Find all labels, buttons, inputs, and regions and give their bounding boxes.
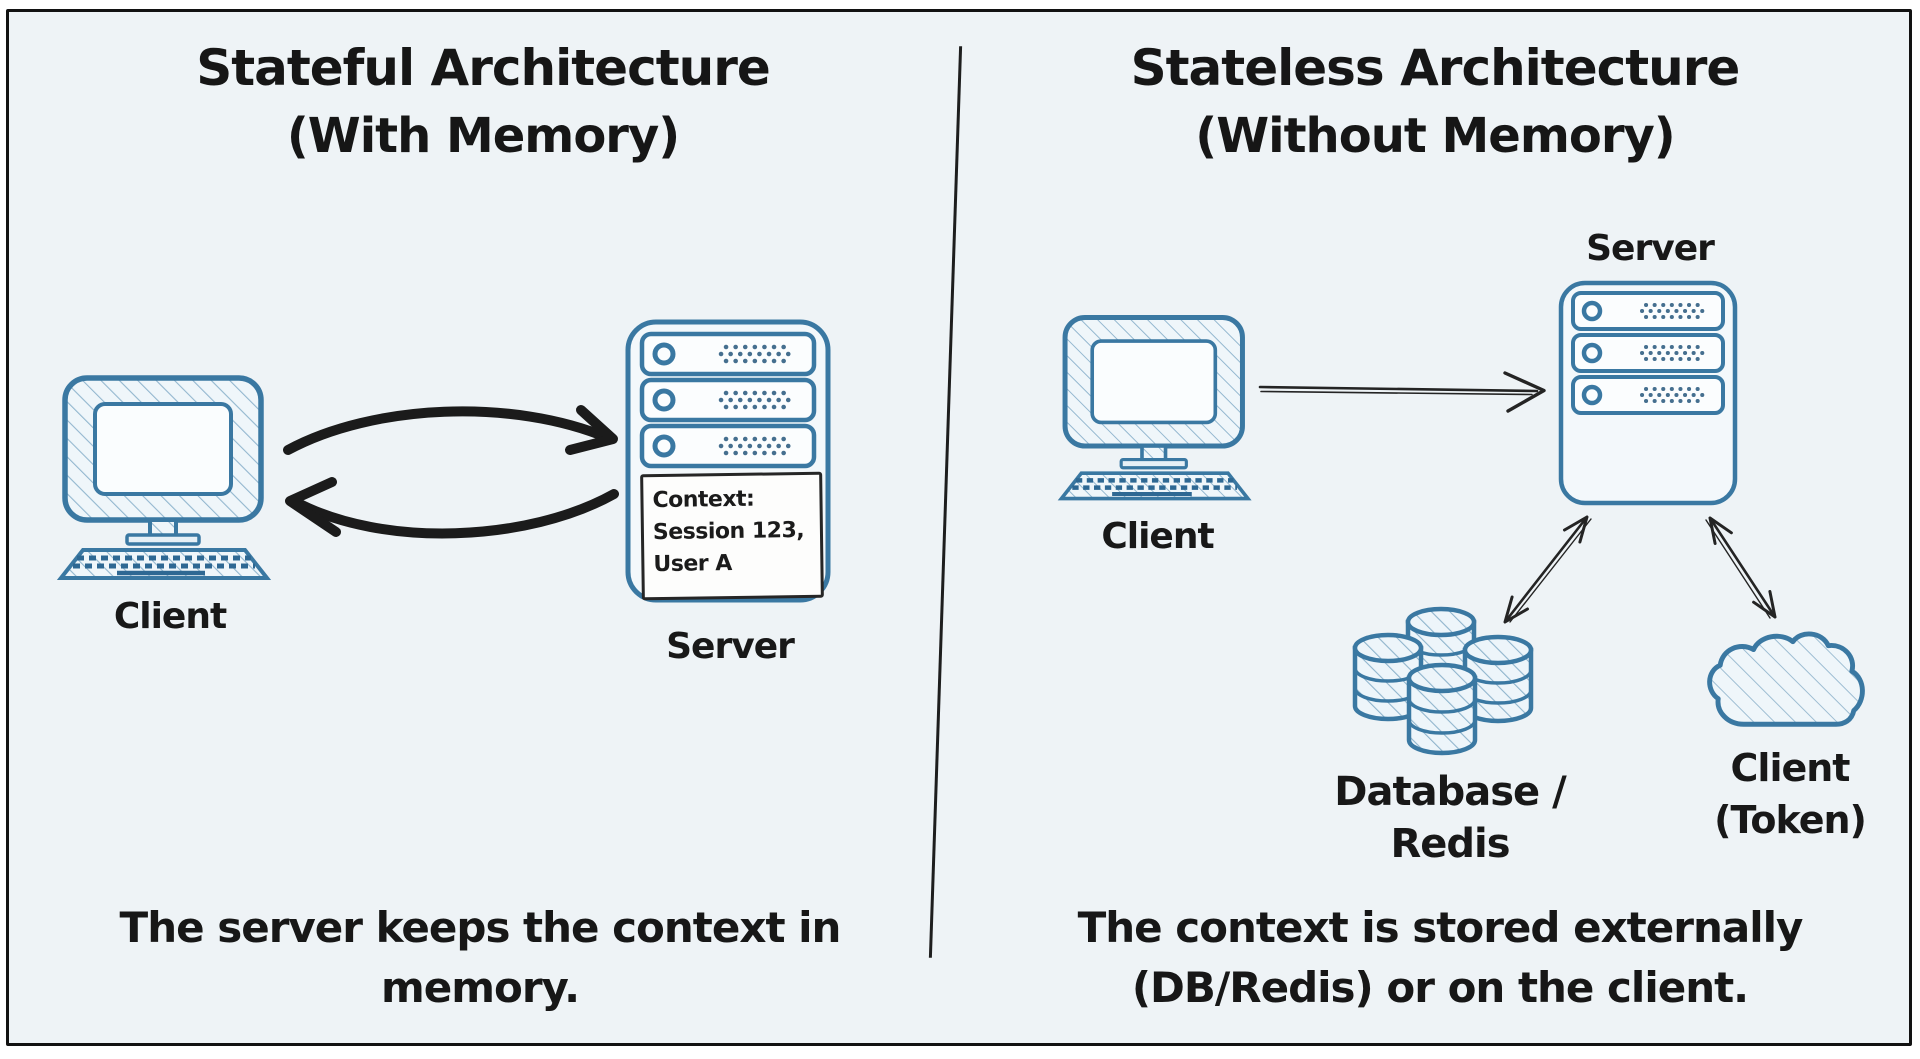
monitor-screen xyxy=(1090,339,1218,425)
request-response-arrows xyxy=(283,405,619,539)
server-slot xyxy=(1571,333,1725,373)
server-slot xyxy=(1571,291,1725,331)
client-token-label-line2: (Token) xyxy=(1714,798,1867,842)
arrowhead xyxy=(1503,371,1546,413)
cloud-shape xyxy=(1707,631,1865,727)
database-label-line1: Database / xyxy=(1334,769,1566,815)
database-cylinder xyxy=(1406,662,1478,756)
stateless-caption-line2: (DB/Redis) or on the client. xyxy=(1131,963,1749,1012)
stateless-caption: The context is stored externally (DB/Red… xyxy=(975,898,1905,1018)
context-note-line2: Session 123, xyxy=(652,517,805,545)
client-token-cloud-icon xyxy=(1707,631,1865,727)
request-arrow xyxy=(283,406,613,455)
database-cylinder xyxy=(1462,634,1534,724)
client-to-server-arrow xyxy=(1258,371,1546,413)
server-slot xyxy=(1571,375,1725,415)
monitor-screen xyxy=(93,402,233,496)
stateless-server-icon xyxy=(1558,280,1738,506)
stateless-client-label: Client xyxy=(1101,516,1214,557)
response-arrow xyxy=(291,489,619,539)
stateless-server-label: Server xyxy=(1586,228,1715,269)
stateful-title-line1: Stateful Architecture xyxy=(196,39,771,97)
context-note-line1: Context: xyxy=(652,486,755,514)
server-storage-arrows xyxy=(1503,515,1777,624)
database-label: Database / Redis xyxy=(1320,766,1580,870)
stateful-client-computer-icon xyxy=(56,375,272,580)
stateful-client-label: Client xyxy=(113,596,227,637)
stateless-title-line1: Stateless Architecture xyxy=(1130,39,1741,97)
stateful-server-label: Server xyxy=(666,626,795,667)
stateful-title-line2: (With Memory) xyxy=(286,108,680,164)
stateful-title: Stateful Architecture (With Memory) xyxy=(10,34,956,170)
database-icon xyxy=(1352,606,1534,756)
server-to-database-arrow xyxy=(1503,515,1592,624)
client-token-label-line1: Client xyxy=(1730,746,1851,790)
stateless-title-line2: (Without Memory) xyxy=(1195,108,1675,164)
stateless-caption-line1: The context is stored externally xyxy=(1077,903,1804,952)
database-label-line2: Redis xyxy=(1390,821,1510,867)
context-note-line3: User A xyxy=(653,550,732,577)
request-arrowhead xyxy=(565,405,618,455)
context-note: Context: Session 123, User A xyxy=(640,471,824,601)
server-slot xyxy=(639,331,817,377)
server-slot xyxy=(639,423,817,469)
stateless-client-computer-icon xyxy=(1057,314,1252,501)
stateful-caption-line1: The server keeps the context in xyxy=(119,903,842,952)
client-token-label: Client (Token) xyxy=(1700,742,1880,846)
server-slot xyxy=(639,377,817,423)
stateless-title: Stateless Architecture (Without Memory) xyxy=(965,34,1905,170)
monitor-base xyxy=(1119,458,1188,470)
monitor-base xyxy=(125,533,201,546)
stateful-caption-line2: memory. xyxy=(380,963,580,1012)
server-to-client-token-arrow xyxy=(1705,516,1777,619)
response-arrowhead xyxy=(285,477,341,537)
stateful-caption: The server keeps the context in memory. xyxy=(15,898,945,1018)
